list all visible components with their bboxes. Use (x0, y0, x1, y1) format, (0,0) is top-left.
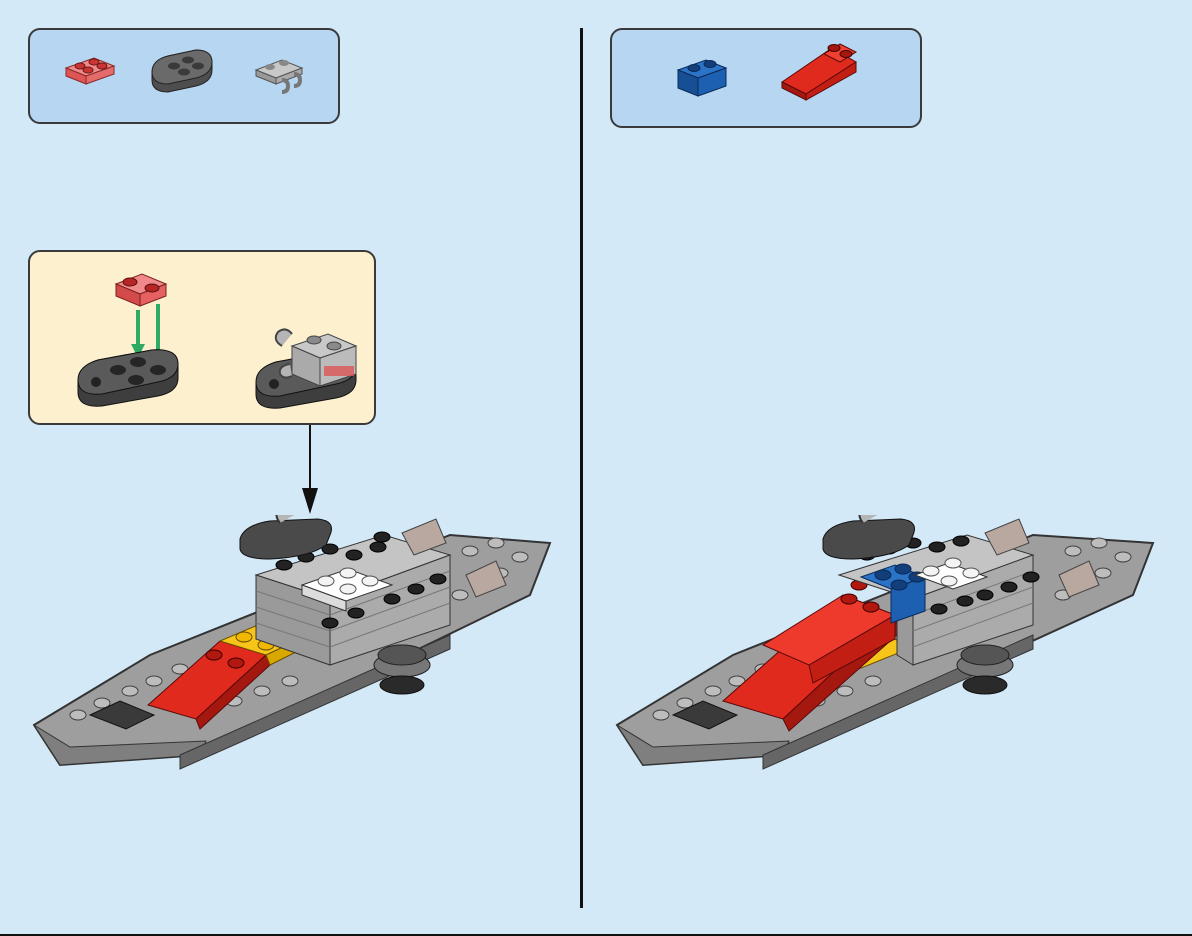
light-gray-clip-plate-part (252, 52, 308, 94)
submodel-callout (28, 250, 376, 425)
parts-callout-left (28, 28, 340, 124)
dark-gray-round-plate-part (148, 48, 216, 94)
parts-callout-right (610, 28, 922, 128)
boat-model-right (613, 515, 1163, 775)
submodel-stage-2 (252, 316, 362, 414)
submodel-stage-1 (74, 266, 184, 412)
boat-model-left (30, 515, 560, 775)
trans-red-plate-part (64, 54, 116, 90)
blue-brick-part (676, 56, 730, 100)
left-instruction-page (0, 0, 580, 936)
red-slope-part (780, 38, 860, 102)
callout-pointer-arrowhead (302, 488, 318, 514)
right-instruction-page (583, 0, 1192, 936)
callout-pointer (309, 425, 311, 495)
